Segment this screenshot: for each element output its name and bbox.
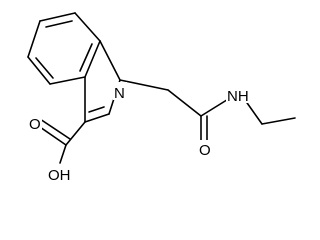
bond-c2-c3-inner	[88, 106, 105, 113]
atom-label-carbonyl-o: O	[199, 142, 211, 159]
bond-c7a-n1	[99, 40, 121, 81]
bond-n1-ch2	[119, 79, 169, 91]
molecule-structure: N O NH OH O	[27, 12, 296, 184]
bond-c4-c3a	[49, 76, 86, 85]
bond-c3a-c7a-inner	[79, 43, 93, 72]
bond-c3a-c7a	[84, 40, 101, 78]
pyrrole-ring	[84, 40, 121, 123]
bond-carbonyl-nh	[200, 97, 231, 117]
bond-c7-c6	[39, 12, 76, 22]
bond-c3-cooh	[65, 121, 86, 146]
ethylacetamide-chain	[119, 79, 296, 142]
bond-c5-c4-inner	[35, 57, 54, 79]
atom-label-acid-o: O	[29, 116, 41, 133]
atom-label-acid-oh: OH	[48, 167, 71, 184]
atom-label-amide-nh: NH	[227, 88, 249, 105]
bond-c6-c5	[27, 20, 41, 58]
bond-c2-c3	[84, 113, 110, 123]
bond-nh-ch2	[244, 99, 263, 125]
bond-ch2-ch3	[261, 117, 296, 125]
bond-c5-c4	[27, 56, 51, 85]
bond-cooh-o-double-b	[39, 118, 71, 140]
bond-ch2-c-carbonyl	[167, 89, 202, 117]
benzene-ring	[27, 12, 101, 85]
bond-c7a-c7	[74, 12, 101, 42]
bond-cooh-oh	[59, 144, 67, 164]
bond-c7-c6-inner	[45, 20, 73, 28]
carboxylic-acid-group	[36, 118, 86, 164]
atom-label-indole-n: N	[114, 85, 125, 102]
